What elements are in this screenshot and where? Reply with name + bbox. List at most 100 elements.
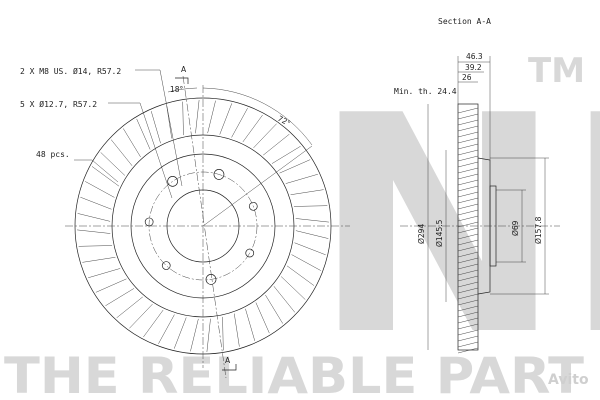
cooling-fin <box>263 134 290 156</box>
cooling-fin <box>143 309 164 338</box>
dim-d-hat: Ø157.8 <box>534 216 543 244</box>
cooling-fin <box>190 318 199 352</box>
leader-bolt-holes <box>108 102 173 199</box>
hatch-line <box>457 149 479 156</box>
cooling-fins <box>77 100 329 352</box>
label-angle-72: 72° <box>276 114 292 128</box>
dim-d-center: Ø69 <box>511 220 520 236</box>
cooling-fin <box>279 159 311 174</box>
cooling-fin <box>158 314 175 344</box>
cooling-fin <box>91 166 120 187</box>
hatch-line <box>457 257 479 264</box>
hatch-line <box>457 191 479 198</box>
hatch-line <box>457 317 479 324</box>
hatch-line <box>457 161 479 168</box>
hatch-line <box>457 335 479 342</box>
hatch-line <box>457 197 479 204</box>
label-fins-count: 48 pcs. <box>36 150 70 159</box>
hatch-line <box>457 203 479 210</box>
bolt-hole <box>248 201 258 211</box>
cooling-fin <box>286 265 315 286</box>
hatch-line <box>457 143 479 150</box>
hatch-line <box>457 281 479 288</box>
leader-fins <box>74 159 119 183</box>
hatch-line <box>457 275 479 282</box>
dim-width-total: 46.3 <box>466 52 483 61</box>
hatch-line <box>457 251 479 258</box>
cooling-fin <box>265 294 283 324</box>
watermark-slogan: THE RELIABLE PART <box>4 347 584 400</box>
cooling-fin <box>182 101 184 136</box>
bolt-hole <box>245 248 255 258</box>
hatch-line <box>457 263 479 270</box>
hatch-line <box>457 137 479 144</box>
hatch-line <box>457 287 479 294</box>
cooling-fin <box>150 111 161 144</box>
cooling-fin <box>88 268 121 279</box>
hatch-line <box>457 305 479 312</box>
hatch-line <box>457 119 479 126</box>
hatch-line <box>457 179 479 186</box>
cooling-fin <box>255 302 270 334</box>
bolt-holes <box>144 169 258 285</box>
cooling-fin <box>294 242 326 256</box>
label-angle-18: 18° <box>170 85 184 94</box>
cooling-fin <box>293 205 328 207</box>
cooling-fin <box>242 114 263 143</box>
cooling-fin <box>207 100 216 134</box>
hatch-line <box>457 113 479 120</box>
watermark-avito: Avito <box>548 372 589 388</box>
section-hatching <box>457 107 479 354</box>
hatch-line <box>457 227 479 234</box>
cooling-fin <box>105 288 135 306</box>
cooling-fin <box>290 189 324 195</box>
cooling-fin <box>111 139 133 166</box>
hatch-line <box>457 209 479 216</box>
hatch-line <box>457 107 479 114</box>
cooling-fin <box>136 118 151 150</box>
hatch-line <box>457 131 479 138</box>
cooling-fin <box>291 254 321 271</box>
bolt-hole <box>161 261 171 270</box>
cooling-fin <box>95 278 127 293</box>
cooling-fin <box>280 276 306 300</box>
bolt-hole <box>167 176 178 187</box>
cooling-fin <box>82 257 116 263</box>
hatch-line <box>457 167 479 174</box>
section-view: Section A-A Min. th. 24.4 46.3 39.2 26 Ø… <box>394 17 560 354</box>
cooling-fin <box>219 103 233 135</box>
hatch-line <box>457 293 479 300</box>
hatch-line <box>457 269 479 276</box>
hatch-line <box>457 245 479 252</box>
hatch-line <box>457 239 479 246</box>
cooling-fin <box>85 181 115 198</box>
hatch-line <box>457 347 479 354</box>
cooling-fin <box>206 318 211 352</box>
cooling-fin <box>245 308 256 341</box>
angle-ref-line <box>202 145 313 227</box>
cooling-fin <box>285 173 318 184</box>
cooling-fin <box>295 218 329 223</box>
section-arrow-bottom <box>222 364 237 371</box>
section-title: Section A-A <box>438 17 491 26</box>
hatch-line <box>457 299 479 306</box>
cooling-fin <box>100 152 126 176</box>
hatch-line <box>457 329 479 336</box>
angle-arc-72 <box>202 87 313 146</box>
section-mark-bottom: A <box>225 356 231 365</box>
section-cut-line <box>182 75 227 379</box>
cooling-fin <box>77 229 111 234</box>
leader-threaded-holes <box>135 69 183 187</box>
dim-width-hat: 39.2 <box>465 63 482 72</box>
cooling-fin <box>234 313 240 347</box>
cooling-fin <box>77 213 111 222</box>
cooling-fin <box>166 105 172 139</box>
dim-d-inner-ring: Ø145.5 <box>435 219 444 247</box>
cooling-fin <box>129 303 153 329</box>
hatch-line <box>457 185 479 192</box>
dim-d-outer: Ø294 <box>417 224 426 244</box>
cooling-fin <box>271 146 301 164</box>
hatch-line <box>457 173 479 180</box>
